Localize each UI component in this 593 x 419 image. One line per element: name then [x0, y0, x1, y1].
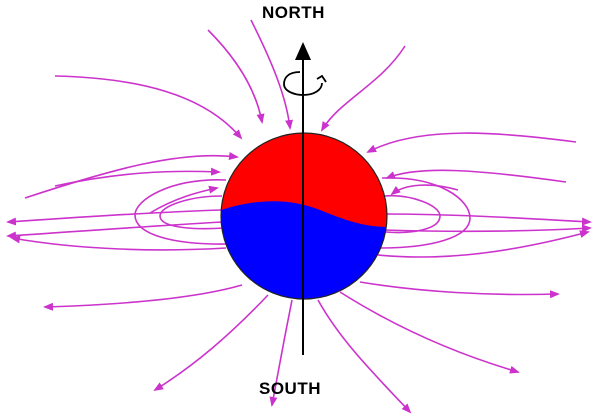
field-line — [384, 214, 590, 222]
field-line — [8, 222, 222, 236]
south-label: SOUTH — [259, 379, 321, 399]
field-line — [55, 171, 219, 186]
axis-arrow-icon — [295, 42, 311, 60]
field-line — [55, 76, 241, 138]
field-line — [322, 46, 405, 130]
field-line — [392, 185, 458, 194]
field-line — [340, 292, 518, 372]
field-line — [25, 156, 237, 198]
field-line — [360, 282, 558, 295]
field-line — [384, 228, 590, 231]
field-line — [251, 20, 290, 128]
field-line — [45, 285, 242, 307]
field-line — [8, 210, 222, 222]
field-line — [155, 295, 268, 390]
planet-sphere — [210, 120, 400, 299]
field-line — [378, 232, 588, 257]
field-loop-right-outer — [380, 178, 470, 248]
field-line — [208, 30, 262, 122]
north-label: NORTH — [262, 3, 325, 23]
field-line — [368, 133, 576, 152]
field-line — [12, 238, 226, 250]
rotation-arrow-icon — [284, 72, 326, 95]
field-line — [318, 300, 410, 412]
